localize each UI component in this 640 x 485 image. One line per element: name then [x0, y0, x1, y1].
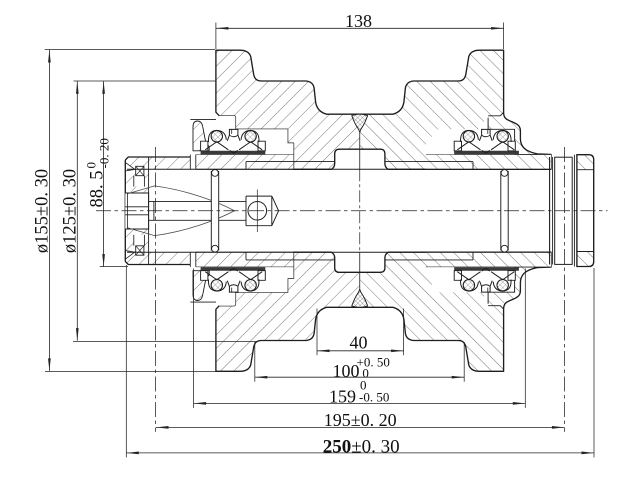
svg-text:138: 138	[345, 11, 372, 31]
svg-text:40: 40	[350, 332, 368, 352]
svg-text:ø125±0. 30: ø125±0. 30	[61, 169, 81, 253]
svg-text:195±0. 20: 195±0. 20	[324, 410, 397, 430]
svg-text:250±0. 30: 250±0. 30	[323, 436, 400, 457]
svg-text:ø155±0. 30: ø155±0. 30	[33, 169, 53, 253]
